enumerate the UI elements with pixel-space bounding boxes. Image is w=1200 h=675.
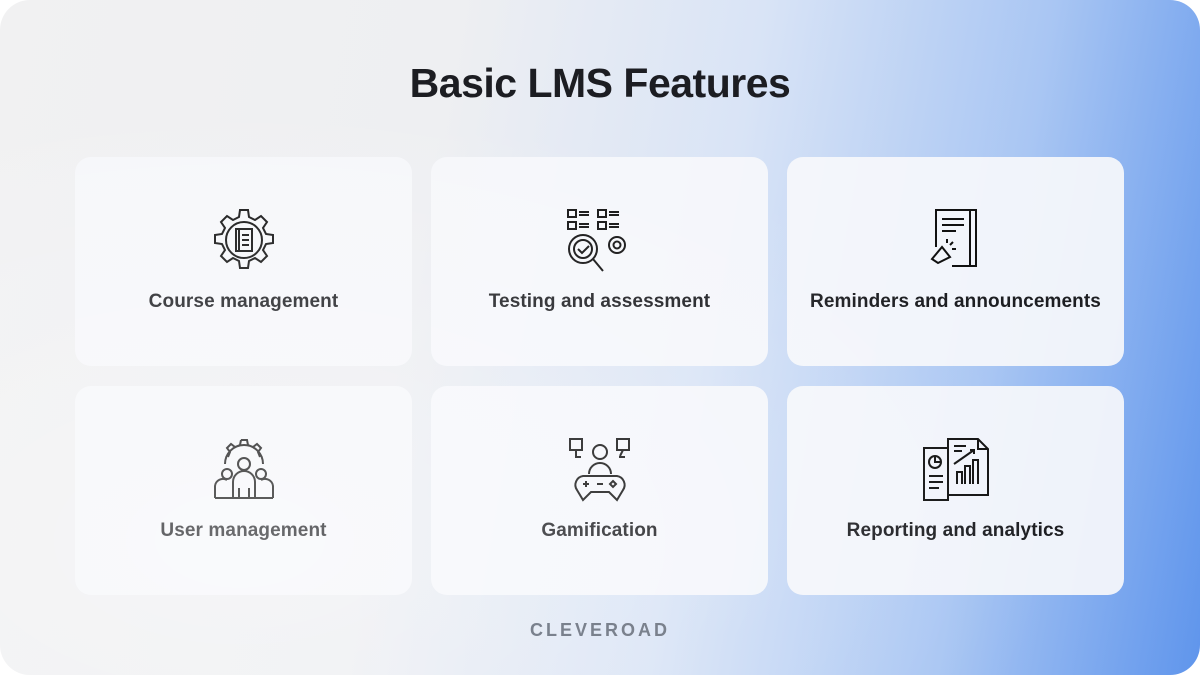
checklist-magnifier-icon — [566, 209, 626, 272]
feature-card-user-management: User management — [75, 386, 412, 595]
feature-label: Course management — [148, 291, 339, 312]
feature-label: Testing and assessment — [488, 291, 711, 312]
gear-document-icon — [213, 209, 274, 269]
feature-card-reporting: Reporting and analytics — [787, 386, 1124, 595]
users-gear-icon — [213, 439, 274, 499]
feature-card-course-management: Course management — [75, 157, 412, 366]
page-title: Basic LMS Features — [409, 60, 791, 106]
feature-label: User management — [160, 520, 327, 541]
feature-card-reminders: Reminders and announcements — [787, 157, 1124, 366]
brand-logo: CLEVEROAD — [529, 620, 670, 640]
gamer-controller-icon — [568, 438, 630, 502]
feature-label: Reporting and analytics — [846, 520, 1065, 541]
feature-label: Gamification — [541, 520, 658, 541]
feature-card-testing-assessment: Testing and assessment — [431, 157, 768, 366]
document-megaphone-icon — [930, 209, 977, 267]
feature-card-gamification: Gamification — [431, 386, 768, 595]
feature-label: Reminders and announcements — [810, 291, 1101, 312]
report-chart-icon — [922, 438, 989, 501]
